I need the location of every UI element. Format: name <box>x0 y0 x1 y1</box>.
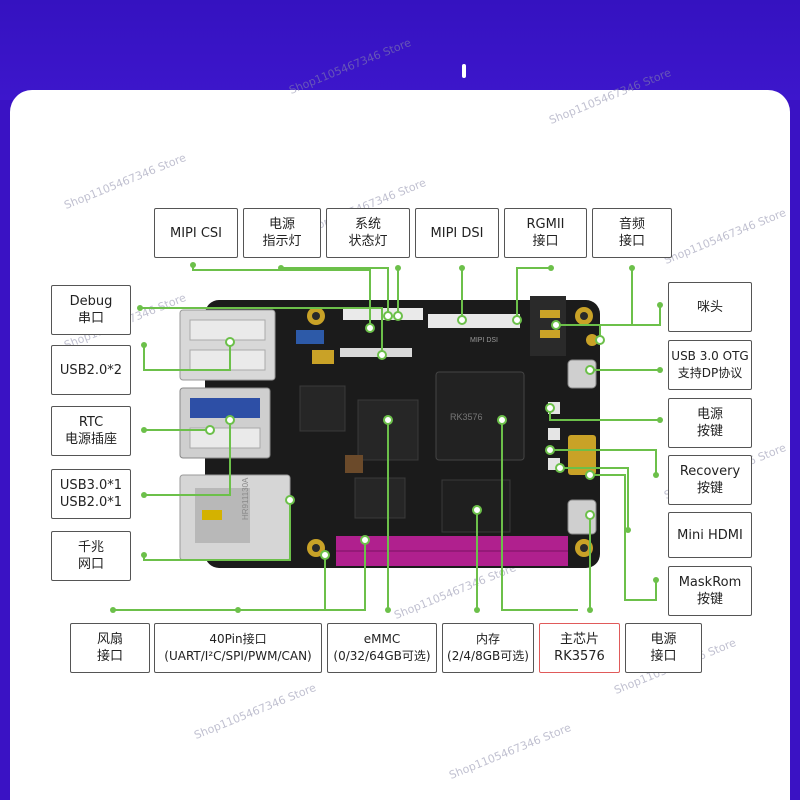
label-power-port: 电源接口 <box>625 623 702 673</box>
dsi-silk: MIPI DSI <box>470 337 498 344</box>
eth-silk: HR911130A <box>241 477 250 520</box>
label-mic: 咪头 <box>668 282 752 332</box>
label-power-key: 电源按键 <box>668 398 752 448</box>
label-mipi-csi: MIPI CSI <box>154 208 238 258</box>
top-banner <box>0 0 800 100</box>
label-usb2x2: USB2.0*2 <box>51 345 131 395</box>
mini-hdmi-port <box>568 435 596 475</box>
label-mini-hdmi: Mini HDMI <box>668 512 752 558</box>
chip <box>345 455 363 473</box>
label-status-led: 系统状态灯 <box>326 208 410 258</box>
label-memory: 内存(2/4/8GB可选) <box>442 623 534 673</box>
jumper <box>296 330 324 344</box>
label-power-led: 电源指示灯 <box>243 208 321 258</box>
soc-silk: RK3576 <box>450 412 483 422</box>
jumper <box>312 350 334 364</box>
mic <box>586 334 598 346</box>
mipi-dsi-connector <box>428 314 520 328</box>
label-gigabit: 千兆网口 <box>51 531 131 581</box>
label-fan: 风扇接口 <box>70 623 150 673</box>
chip <box>299 385 346 432</box>
chip <box>354 477 406 519</box>
button <box>548 428 560 440</box>
banner-mark <box>462 64 466 78</box>
label-emmc: eMMC(0/32/64GB可选) <box>327 623 437 673</box>
label-40pin: 40Pin接口(UART/I²C/SPI/PWM/CAN) <box>154 623 322 673</box>
label-audio: 音频接口 <box>592 208 672 258</box>
label-mipi-dsi: MIPI DSI <box>415 208 499 258</box>
